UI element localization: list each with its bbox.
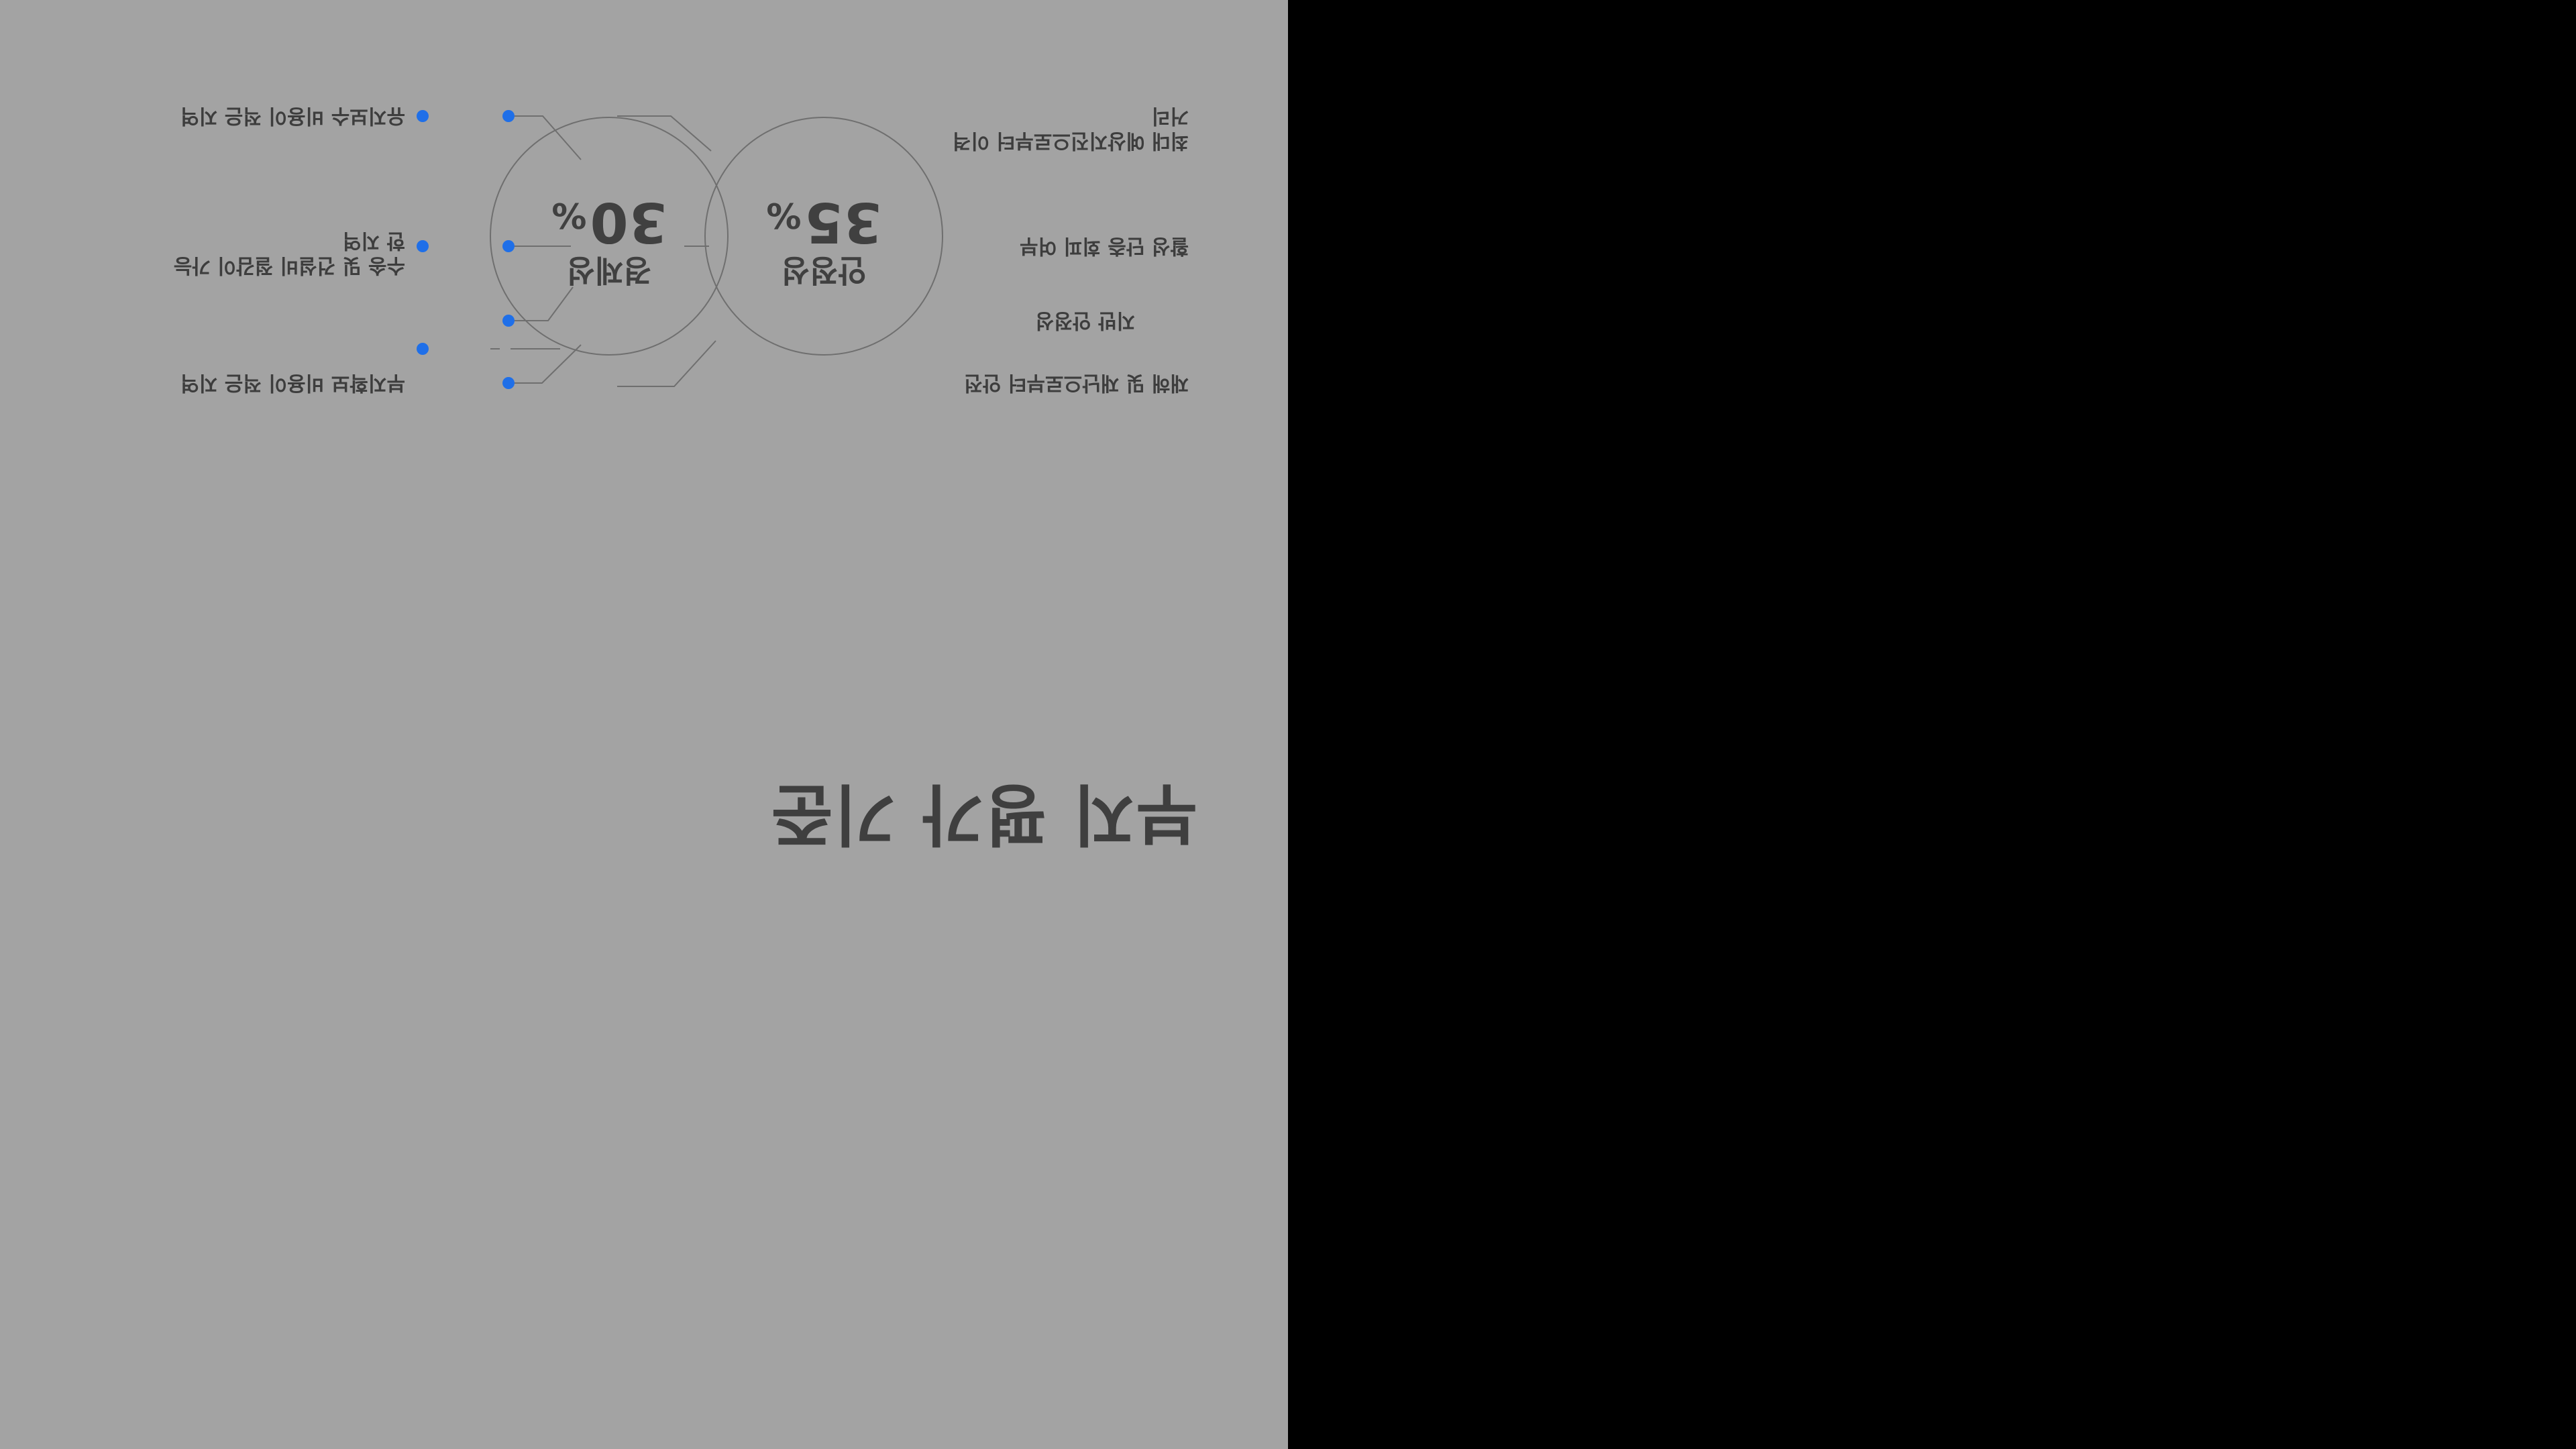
bullet-dot: [502, 110, 515, 122]
connector-line: [508, 344, 582, 384]
bullet-dot: [502, 315, 515, 327]
criterion-item: 최대 예상지진으로부터 이격: [952, 129, 1189, 152]
criterion-item: 거리: [1151, 104, 1189, 127]
circle-label: 안정성: [781, 252, 867, 288]
bullet-dot: [417, 110, 429, 122]
criterion-item: 활성 단층 회피 여부: [1019, 234, 1189, 258]
criterion-item: 한 지역: [342, 229, 405, 252]
slide-panel: 부지 평가 기준 안정성 35% 경제성 30% 재해 및 재난으로부터 안전 …: [0, 0, 1288, 1449]
criterion-item: 유지보수 비용이 적은 지역: [180, 104, 405, 127]
criterion-item: 재해 및 재난으로부터 안전: [964, 371, 1189, 394]
connector-lines: [417, 110, 716, 389]
bullet-dot: [417, 343, 429, 355]
connector-line: [617, 340, 716, 387]
criterion-item: 부지확보 비용이 적은 지역: [180, 371, 405, 394]
bullet-dot: [502, 240, 515, 252]
page-title: 부지 평가 기준: [769, 775, 1197, 853]
bullet-dot: [417, 240, 429, 252]
circle-safety: 안정성 35%: [704, 117, 943, 356]
connector-line: [509, 115, 582, 160]
circle-value: 30%: [551, 190, 667, 254]
bullet-dot: [502, 377, 515, 389]
connector-line: [617, 115, 712, 152]
connector-line: [511, 286, 574, 321]
circle-economy: 경제성 30%: [490, 117, 729, 356]
criterion-item: 지반 안정성: [1035, 309, 1135, 332]
circle-label: 경제성: [566, 252, 652, 288]
criterion-item: 수송 및 건설비 절감이 가능: [173, 254, 405, 277]
circle-value: 35%: [765, 190, 882, 254]
